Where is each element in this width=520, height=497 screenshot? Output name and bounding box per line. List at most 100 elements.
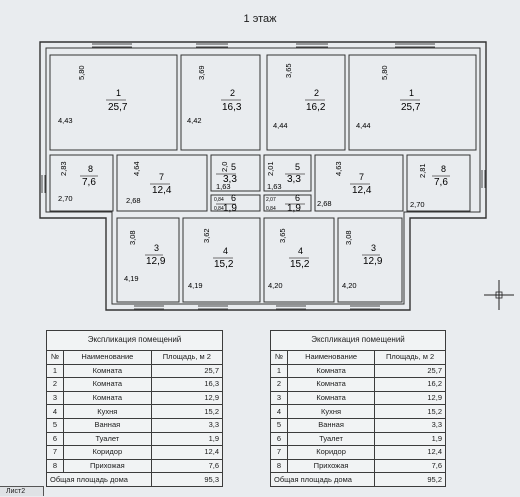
column-header-area: Площадь, м 2 (150, 350, 224, 365)
cell-name: Комната (286, 377, 376, 392)
left-room-2-length: 3,69 (197, 65, 206, 80)
cell-name: Коридор (286, 445, 376, 460)
cell-area: 12,9 (374, 390, 446, 406)
left-room-4-length: 3,62 (202, 228, 211, 243)
right-room-3-number: 3 (371, 243, 376, 253)
explication-table-right: Экспликация помещений № Наименование Пло… (269, 330, 446, 487)
right-room-3-width: 4,20 (342, 281, 357, 290)
cell-number: 5 (270, 417, 288, 433)
total-row: Общая площадь дома 95,2 (269, 472, 446, 487)
right-room-1-number: 1 (409, 88, 414, 98)
left-room-8-area: 7,6 (82, 177, 96, 188)
cell-number: 7 (46, 445, 64, 460)
left-room-4-area: 15,2 (214, 259, 234, 270)
right-room-7-length: 4,63 (334, 161, 343, 176)
right-room-6-width: 0,84 (266, 206, 276, 212)
left-room-4-number: 4 (223, 246, 228, 256)
cell-name: Ванная (286, 417, 376, 433)
left-room-5-area: 3,3 (223, 174, 237, 185)
cell-name: Туалет (286, 431, 376, 447)
right-room-8-area: 7,6 (434, 177, 448, 188)
cell-area: 15,2 (374, 404, 446, 419)
cell-number: 7 (270, 445, 288, 460)
left-room-1-area: 25,7 (108, 102, 128, 113)
total-value: 95,3 (150, 472, 224, 487)
left-room-6-width: 0,84 (214, 206, 224, 212)
left-room-5-width: 1,63 (216, 182, 231, 191)
right-room-7-width: 2,68 (317, 199, 332, 208)
left-room-3-length: 3,08 (128, 230, 137, 245)
right-room-5-number: 5 (295, 162, 300, 172)
right-room-8-number: 8 (441, 164, 446, 174)
column-header-name: Наименование (286, 350, 376, 365)
right-room-3-length: 3,08 (344, 230, 353, 245)
right-room-5-length: 2,01 (266, 161, 275, 176)
cell-name: Кухня (286, 404, 376, 419)
total-row: Общая площадь дома 95,3 (46, 472, 224, 487)
right-room-6-length: 2,07 (266, 197, 276, 203)
cell-area: 7,6 (150, 458, 224, 474)
cell-name: Кухня (63, 404, 152, 419)
cell-number: 1 (270, 363, 288, 379)
cell-area: 16,3 (150, 377, 224, 392)
cell-area: 1,9 (150, 431, 224, 447)
right-room-1-area: 25,7 (401, 102, 421, 113)
cell-number: 3 (270, 390, 288, 406)
cell-name: Коридор (63, 445, 152, 460)
right-room-5-width: 1,63 (267, 182, 282, 191)
total-label: Общая площадь дома (269, 472, 376, 487)
right-room-1-length: 5,80 (380, 65, 389, 80)
cell-area: 1,9 (374, 431, 446, 447)
cell-number: 3 (46, 390, 64, 406)
left-room-5-length: 2,0 (220, 162, 229, 172)
explication-table-left: Экспликация помещений № Наименование Пло… (46, 330, 224, 487)
column-header-name: Наименование (63, 350, 152, 365)
right-room-4-length: 3,65 (278, 228, 287, 243)
cell-name: Прихожая (63, 458, 152, 474)
cell-number: 4 (46, 404, 64, 419)
cell-number: 6 (270, 431, 288, 447)
cell-area: 12,9 (150, 390, 224, 406)
sheet-tab[interactable]: Лист2 (0, 486, 44, 496)
table-caption: Экспликация помещений (46, 330, 223, 350)
left-room-4-width: 4,19 (188, 281, 203, 290)
cell-area: 25,7 (374, 363, 446, 379)
right-room-1-width: 4,44 (356, 121, 371, 130)
left-room-6-area: 1,9 (223, 203, 237, 214)
cell-number: 6 (46, 431, 64, 447)
floor-plan: 1 25,7 2 16,3 8 7,6 7 12,4 5 3,3 6 1,9 3… (39, 41, 487, 311)
cell-area: 12,4 (374, 445, 446, 460)
right-room-4-width: 4,20 (268, 281, 283, 290)
right-room-4-area: 15,2 (290, 259, 310, 270)
right-room-4-number: 4 (298, 246, 303, 256)
cell-area: 15,2 (150, 404, 224, 419)
cell-name: Комната (63, 363, 152, 379)
sheet-tab-label: Лист2 (6, 488, 26, 495)
right-room-6-area: 1,9 (287, 203, 301, 214)
right-room-6-number: 6 (295, 193, 300, 203)
left-room-7-area: 12,4 (152, 185, 172, 196)
left-room-3-number: 3 (154, 243, 159, 253)
cell-name: Комната (286, 390, 376, 406)
left-room-5-number: 5 (231, 162, 236, 172)
left-room-3-area: 12,9 (146, 256, 166, 267)
left-room-3-width: 4,19 (124, 274, 139, 283)
left-room-2-number: 2 (230, 88, 235, 98)
cell-area: 25,7 (150, 363, 224, 379)
left-room-1-length: 5,80 (77, 65, 86, 80)
right-room-7-area: 12,4 (352, 185, 372, 196)
left-room-1-width: 4,43 (58, 116, 73, 125)
left-room-8-length: 2,83 (59, 161, 68, 176)
